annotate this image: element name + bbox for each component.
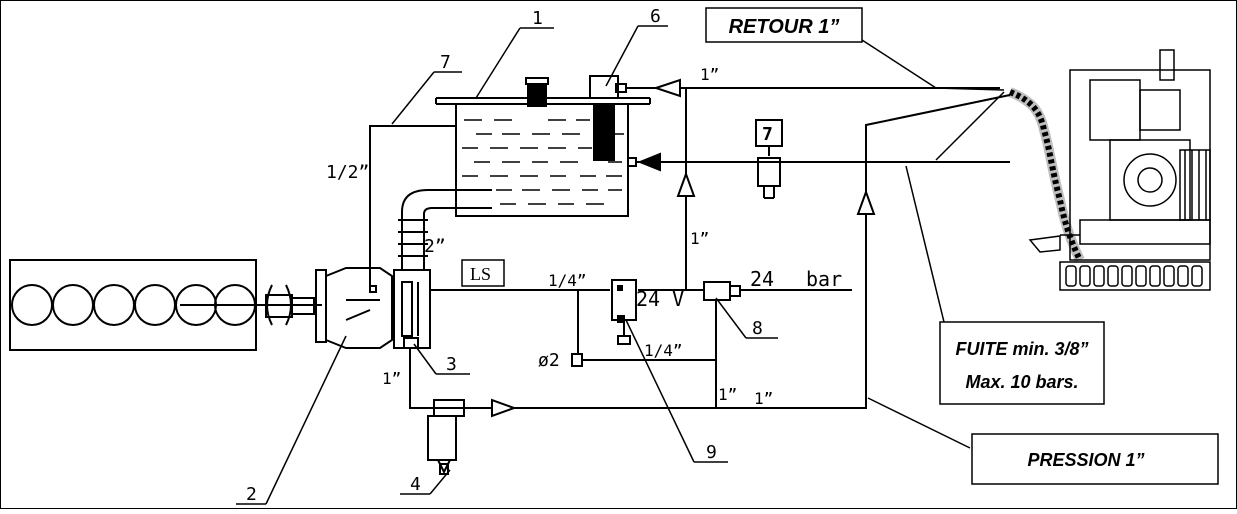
label-two-inch: 2” [424, 236, 446, 257]
pressure-line [409, 94, 1011, 475]
label-one-inch-left: 1” [382, 369, 401, 388]
suction-pipe [398, 189, 492, 270]
label-quarter-bottom: 1/4” [644, 341, 683, 360]
leak-line [636, 119, 1010, 199]
part-leaders [236, 25, 778, 505]
return-riser [676, 88, 696, 290]
label-ls: LS [470, 264, 491, 284]
label-return-one-inch: 1” [700, 65, 719, 84]
machine-drawing [1008, 49, 1211, 291]
tank-1 [435, 75, 651, 217]
label-quarter-top: 1/4” [548, 271, 587, 290]
part-number-1: 1 [532, 8, 543, 29]
ls-box [461, 259, 505, 287]
label-voltage: 24 V [636, 287, 684, 311]
label-diameter: ø2 [538, 350, 560, 371]
part-number-8: 8 [752, 318, 763, 339]
label-pressure-unit: bar [806, 267, 842, 291]
pression-label: PRESSION 1” [1027, 450, 1144, 470]
part-number-9: 9 [706, 442, 717, 463]
label-riser-one-inch: 1” [690, 229, 709, 248]
engine-block [9, 259, 322, 351]
part-number-7-box: 7 [762, 124, 773, 145]
callout-fuite: FUITE min. 3/8” Max. 10 bars. [939, 321, 1105, 405]
label-pressure-value: 24 [750, 267, 774, 291]
valve-block-3 [393, 269, 431, 349]
label-one-inch-bottom-a: 1” [718, 385, 737, 404]
callout-retour: RETOUR 1” [705, 7, 863, 43]
fuite-label-line1: FUITE min. 3/8” [955, 339, 1088, 359]
label-one-inch-bottom-b: 1” [754, 389, 773, 408]
retour-label: RETOUR 1” [729, 16, 840, 38]
label-half-inch: 1/2” [326, 162, 369, 183]
part-number-6: 6 [650, 6, 661, 27]
part-number-3: 3 [446, 354, 457, 375]
part-number-4: 4 [410, 474, 421, 495]
machine-leaders [861, 39, 1005, 449]
vent-line [369, 125, 456, 286]
coupling [265, 284, 315, 326]
part-number-2: 2 [246, 484, 257, 505]
callout-pression: PRESSION 1” [971, 433, 1219, 485]
fuite-label-line2: Max. 10 bars. [965, 372, 1078, 392]
part-number-7-top: 7 [440, 52, 451, 73]
pump-2 [315, 267, 393, 349]
